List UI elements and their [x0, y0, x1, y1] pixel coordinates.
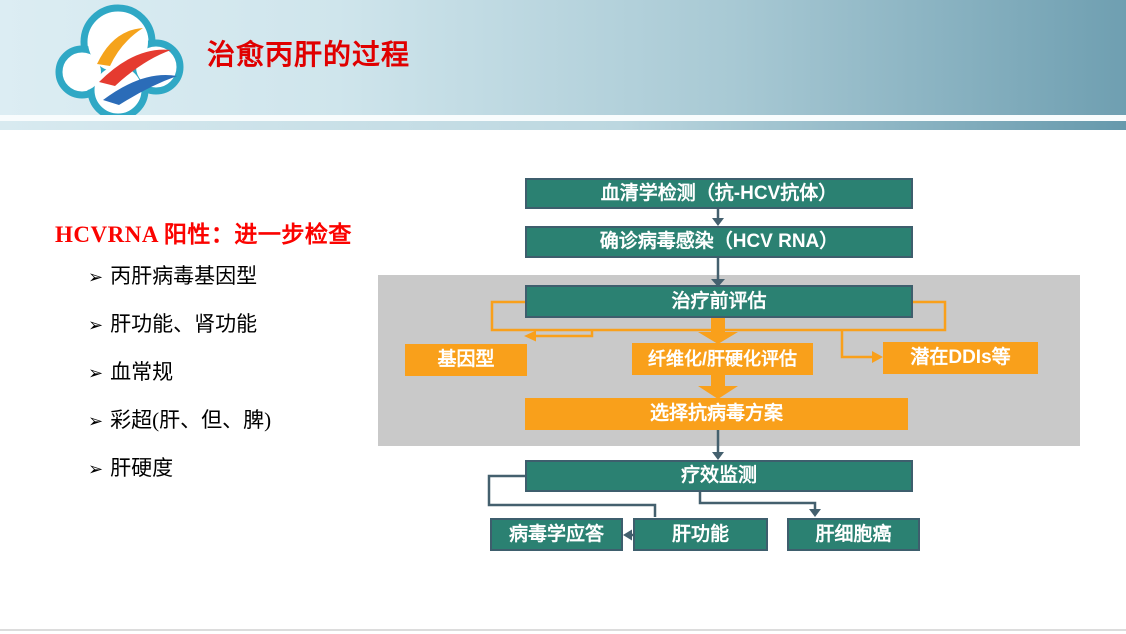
flow-box-virologic-response: 病毒学应答 — [490, 518, 623, 551]
flow-box-potential-ddis: 潜在DDIs等 — [883, 342, 1038, 374]
flow-box-confirm-infection: 确诊病毒感染（HCV RNA） — [525, 226, 913, 258]
check-list: ➢ 丙肝病毒基因型 ➢ 肝功能、肾功能 ➢ 血常规 ➢ 彩超(肝、但、脾) ➢ … — [88, 260, 388, 500]
arrow-bullet-icon: ➢ — [88, 267, 104, 287]
flow-box-liver-function: 肝功能 — [633, 518, 768, 551]
list-item-label: 丙肝病毒基因型 — [110, 264, 258, 288]
list-item: ➢ 彩超(肝、但、脾) — [88, 404, 388, 434]
flow-box-efficacy-monitoring: 疗效监测 — [525, 460, 913, 492]
cloud-logo-icon — [55, 4, 184, 120]
arrow-bullet-icon: ➢ — [88, 459, 104, 479]
list-item: ➢ 肝功能、肾功能 — [88, 308, 388, 338]
bottom-divider — [0, 629, 1126, 631]
header-divider-gradient — [0, 121, 1126, 130]
list-item: ➢ 血常规 — [88, 356, 388, 386]
list-item-label: 肝硬度 — [110, 456, 174, 480]
list-item-label: 彩超(肝、但、脾) — [110, 408, 272, 432]
arrow-bullet-icon: ➢ — [88, 363, 104, 383]
header-banner: 治愈丙肝的过程 — [0, 0, 1126, 120]
arrow-bullet-icon: ➢ — [88, 315, 104, 335]
list-item-label: 血常规 — [110, 360, 174, 384]
page-title: 治愈丙肝的过程 — [207, 39, 411, 70]
list-item: ➢ 丙肝病毒基因型 — [88, 260, 388, 290]
left-heading: HCVRNA 阳性：进一步检查 — [55, 222, 352, 247]
arrow-bullet-icon: ➢ — [88, 411, 104, 431]
flow-box-serology-test: 血清学检测（抗-HCV抗体） — [525, 178, 913, 209]
flow-box-hepatocellular-carcinoma: 肝细胞癌 — [787, 518, 920, 551]
header-divider-white — [0, 115, 1126, 121]
flow-box-select-antiviral-regimen: 选择抗病毒方案 — [525, 398, 908, 430]
flow-box-genotype: 基因型 — [405, 344, 527, 376]
flow-box-fibrosis-cirrhosis-assessment: 纤维化/肝硬化评估 — [632, 343, 813, 375]
list-item: ➢ 肝硬度 — [88, 452, 388, 482]
list-item-label: 肝功能、肾功能 — [110, 312, 258, 336]
flow-box-pre-treatment-assessment: 治疗前评估 — [525, 285, 913, 318]
